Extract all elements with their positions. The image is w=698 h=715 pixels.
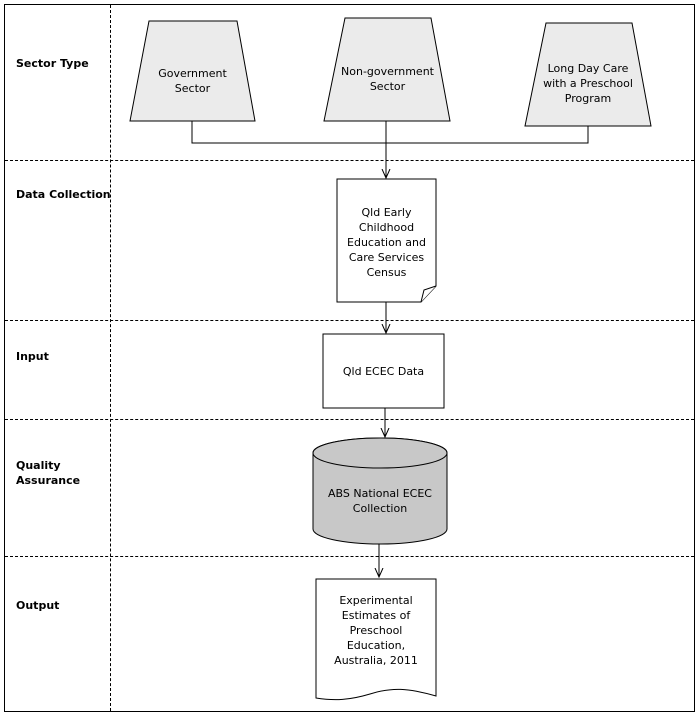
lane-label-quality-line1: Quality bbox=[16, 459, 61, 472]
lane-divider-2 bbox=[5, 320, 694, 321]
lane-divider-1 bbox=[5, 160, 694, 161]
lane-label-data-collection: Data Collection bbox=[16, 188, 111, 201]
ecec-data-shape bbox=[322, 333, 445, 409]
abs-collection-cylinder-top bbox=[312, 437, 448, 469]
lane-label-output: Output bbox=[16, 599, 60, 612]
lane-label-quality-line2: Assurance bbox=[16, 474, 81, 487]
merge-connector bbox=[191, 121, 589, 144]
non-government-sector-shape bbox=[323, 17, 451, 122]
lane-divider-4 bbox=[5, 556, 694, 557]
lane-label-divider bbox=[110, 5, 111, 711]
long-day-care-shape bbox=[524, 22, 652, 127]
lane-label-sector-type: Sector Type bbox=[16, 57, 89, 70]
government-sector-shape bbox=[129, 20, 256, 122]
lane-label-quality-assurance: Quality Assurance bbox=[16, 458, 80, 488]
diagram-frame bbox=[4, 4, 695, 712]
census-fold-corner bbox=[420, 285, 437, 303]
ecec-data-label: Qld ECEC Data bbox=[342, 364, 425, 378]
lane-label-input: Input bbox=[16, 350, 49, 363]
lane-divider-3 bbox=[5, 419, 694, 420]
estimates-document-shape bbox=[315, 578, 437, 701]
